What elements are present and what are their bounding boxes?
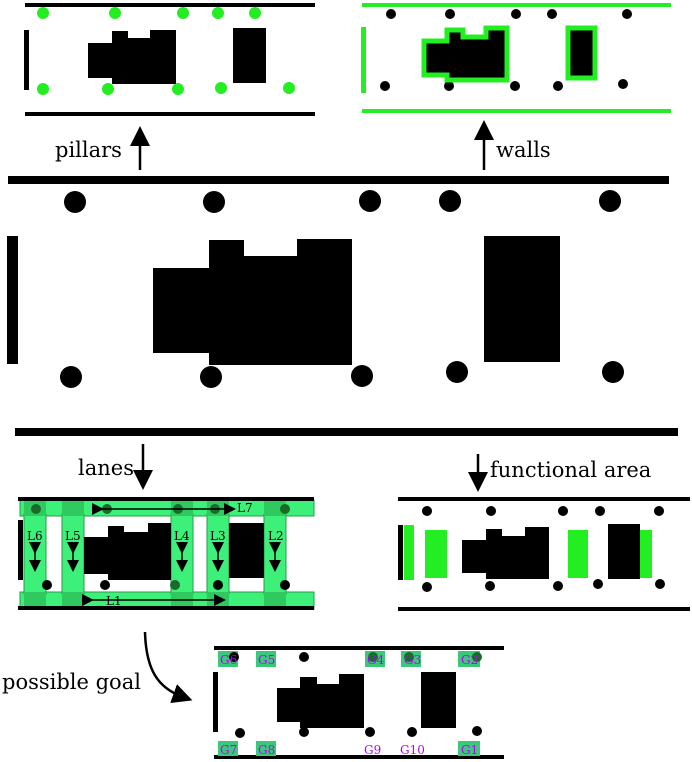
main-pillar	[359, 190, 381, 212]
main-wall-left	[7, 236, 18, 364]
arrow-to-possible-goal	[143, 631, 193, 704]
goal-label-g2: G2	[461, 653, 478, 667]
pillars-label: pillars	[55, 138, 122, 162]
goal-label-g4: G4	[367, 653, 385, 667]
lane-label-l5: L5	[65, 529, 81, 543]
main-map	[7, 176, 678, 436]
main-pillar	[64, 191, 86, 213]
lane-label-l1: L1	[106, 594, 122, 608]
lane-label-l7: L7	[237, 501, 253, 515]
goal-label-g8: G8	[258, 743, 275, 757]
lane-label-l4: L4	[174, 529, 190, 543]
main-pillar	[602, 361, 624, 383]
flow-arrows	[130, 120, 494, 704]
main-pillar	[351, 365, 373, 387]
main-obstacle-right	[484, 236, 560, 362]
goal-label-g7: G7	[220, 743, 237, 757]
lane-label-l3: L3	[210, 529, 226, 543]
goal-label-g6: G6	[220, 653, 237, 667]
goal-label-g9: G9	[364, 743, 381, 757]
goal-map: G1 G2 G3 G4 G5 G6 G7 G8 G9 G10	[213, 646, 504, 759]
functional-area-label: functional area	[490, 458, 652, 482]
main-pillar	[446, 361, 468, 383]
functional-area-map	[398, 497, 690, 611]
main-pillar	[200, 366, 222, 388]
main-obstacle	[153, 239, 352, 365]
main-pillar	[599, 190, 621, 212]
main-pillar	[203, 191, 225, 213]
possible-goal-label: possible goal	[2, 670, 141, 694]
main-wall-top	[8, 176, 669, 184]
lane-label-l2: L2	[268, 529, 284, 543]
walls-map	[361, 3, 671, 113]
walls-label: walls	[496, 138, 551, 162]
main-pillar	[60, 366, 82, 388]
main-pillar	[439, 190, 461, 212]
goal-label-g3: G3	[404, 653, 421, 667]
goal-label-g10: G10	[400, 743, 425, 757]
goal-label-g1: G1	[461, 743, 478, 757]
goal-label-g5: G5	[258, 653, 275, 667]
pillars-map	[24, 3, 315, 116]
main-wall-bottom	[15, 428, 678, 436]
lane-label-l6: L6	[27, 529, 43, 543]
lanes-label: lanes	[78, 456, 134, 480]
lanes-map: L1 L2 L3 L4 L5 L6 L7	[18, 497, 315, 610]
